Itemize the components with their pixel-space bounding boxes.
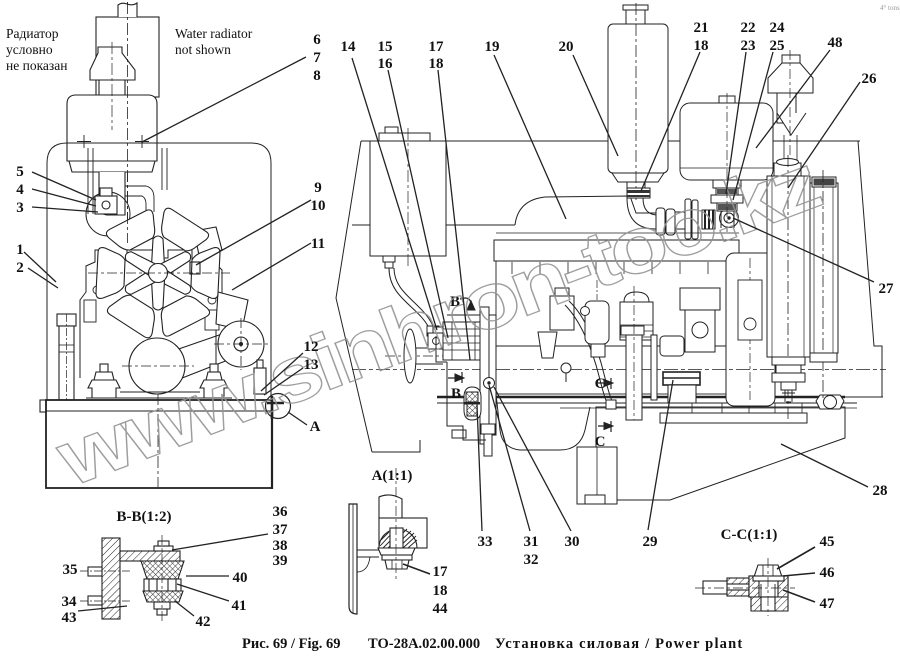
svg-text:Water radiator: Water radiator — [175, 26, 253, 41]
svg-text:33: 33 — [478, 534, 493, 550]
svg-text:40: 40 — [233, 570, 248, 586]
svg-text:18: 18 — [694, 38, 709, 54]
svg-text:35: 35 — [63, 562, 78, 578]
svg-text:41: 41 — [232, 598, 247, 614]
svg-text:14: 14 — [341, 39, 357, 55]
svg-text:19: 19 — [485, 39, 500, 55]
svg-text:29: 29 — [643, 534, 658, 550]
svg-text:1: 1 — [16, 242, 24, 258]
svg-text:22: 22 — [741, 20, 756, 36]
svg-text:10: 10 — [311, 198, 326, 214]
svg-text:30: 30 — [565, 534, 580, 550]
svg-text:31: 31 — [524, 534, 539, 550]
svg-text:45: 45 — [820, 534, 835, 550]
svg-text:А(1:1): А(1:1) — [372, 468, 413, 484]
svg-text:7: 7 — [313, 50, 321, 66]
svg-text:18: 18 — [433, 583, 448, 599]
svg-text:39: 39 — [273, 553, 288, 569]
svg-text:28: 28 — [873, 483, 888, 499]
svg-text:44: 44 — [433, 601, 449, 617]
svg-text:24: 24 — [770, 20, 786, 36]
svg-text:условно: условно — [6, 42, 53, 57]
svg-text:20: 20 — [559, 39, 574, 55]
svg-text:27: 27 — [879, 281, 895, 297]
svg-text:8: 8 — [313, 68, 321, 84]
svg-text:11: 11 — [311, 236, 325, 252]
svg-text:B-B(1:2): B-B(1:2) — [117, 509, 172, 525]
svg-text:21: 21 — [694, 20, 709, 36]
svg-text:A: A — [310, 419, 321, 435]
svg-text:46: 46 — [820, 565, 836, 581]
svg-text:Радиатор: Радиатор — [6, 26, 59, 41]
svg-text:ТО-28А.02.00.000: ТО-28А.02.00.000 — [368, 636, 480, 652]
svg-text:13: 13 — [304, 357, 319, 373]
svg-text:34: 34 — [62, 594, 78, 610]
svg-text:23: 23 — [741, 38, 756, 54]
svg-text:2: 2 — [16, 260, 24, 276]
svg-text:9: 9 — [314, 180, 322, 196]
svg-text:не показан: не показан — [6, 58, 67, 73]
svg-text:B: B — [451, 386, 461, 402]
svg-text:5: 5 — [16, 164, 24, 180]
svg-text:32: 32 — [524, 552, 539, 568]
svg-text:not shown: not shown — [175, 42, 231, 57]
svg-text:43: 43 — [62, 610, 77, 626]
svg-text:48: 48 — [828, 35, 843, 51]
svg-text:26: 26 — [862, 71, 878, 87]
svg-text:16: 16 — [378, 56, 394, 72]
svg-text:42: 42 — [196, 614, 211, 630]
svg-text:37: 37 — [273, 522, 289, 538]
svg-text:4° tons: 4° tons — [880, 4, 900, 12]
svg-text:6: 6 — [313, 32, 321, 48]
svg-text:Установка силовая / Power plan: Установка силовая / Power plant — [495, 636, 743, 652]
svg-text:4: 4 — [16, 182, 24, 198]
svg-text:15: 15 — [378, 39, 393, 55]
svg-text:12: 12 — [304, 339, 319, 355]
svg-text:C: C — [595, 376, 606, 392]
svg-text:C: C — [595, 434, 606, 450]
svg-text:3: 3 — [16, 200, 24, 216]
svg-text:17: 17 — [429, 39, 445, 55]
svg-text:17: 17 — [433, 564, 449, 580]
svg-text:B: B — [450, 294, 460, 310]
svg-text:38: 38 — [273, 538, 288, 554]
svg-text:36: 36 — [273, 504, 289, 520]
svg-text:47: 47 — [820, 596, 836, 612]
svg-text:18: 18 — [429, 56, 444, 72]
svg-text:Рис. 69 / Fig. 69: Рис. 69 / Fig. 69 — [242, 636, 341, 652]
svg-text:25: 25 — [770, 38, 785, 54]
svg-text:C-C(1:1): C-C(1:1) — [721, 527, 778, 543]
